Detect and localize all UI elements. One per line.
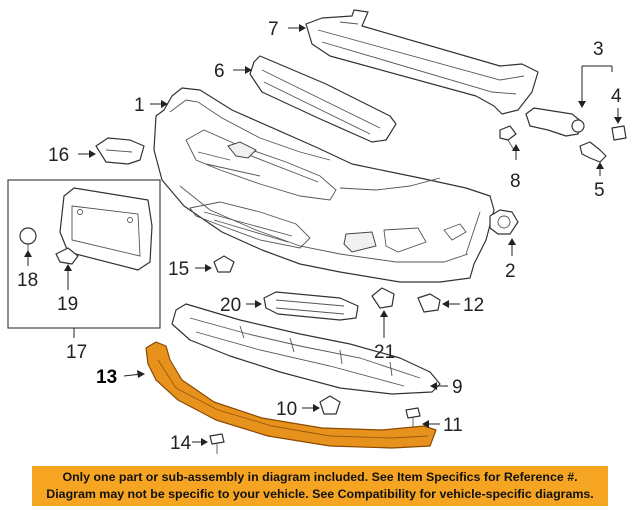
part-14-screw [209, 433, 225, 454]
part-13-lower-spoiler-highlighted [145, 341, 437, 449]
callout-9: 9 [452, 377, 463, 398]
part-16-bracket [95, 137, 145, 165]
callout-15: 15 [168, 259, 189, 280]
part-2-fog-lamp [489, 209, 519, 235]
parts-diagram: 7 6 1 16 3 4 8 5 2 18 19 17 15 20 21 12 … [7, 9, 627, 454]
callout-14: 14 [170, 433, 192, 454]
callout-2: 2 [505, 261, 516, 282]
callout-13: 13 [96, 367, 117, 388]
callout-20: 20 [220, 295, 241, 316]
license-plate-bracket [59, 187, 153, 271]
callout-18: 18 [17, 270, 38, 291]
part-9-deflector [171, 303, 441, 395]
part-18-fastener [19, 227, 37, 252]
callout-10: 10 [276, 399, 297, 420]
part-4-clip [611, 125, 627, 141]
callout-4: 4 [611, 86, 622, 107]
part-6-upper-grille [249, 55, 397, 143]
callout-1: 1 [134, 95, 145, 116]
part-1-bumper-cover [153, 87, 495, 283]
disclaimer-line-2: Diagram may not be specific to your vehi… [46, 487, 594, 501]
part-5-bolt [579, 141, 607, 163]
disclaimer-line-1: Only one part or sub-assembly in diagram… [62, 470, 578, 484]
leader-lines [24, 24, 622, 446]
callout-5: 5 [594, 180, 605, 201]
callout-16: 16 [48, 145, 69, 166]
part-7-reinforcement-bar [305, 9, 539, 115]
part-17-assembly-box [7, 179, 161, 338]
part-20-insert [263, 291, 359, 321]
callout-17: 17 [66, 342, 87, 363]
part-12-clip [417, 293, 441, 313]
callout-21: 21 [374, 342, 395, 363]
part-3-bracket [525, 107, 585, 137]
callout-labels: 7 6 1 16 3 4 8 5 2 18 19 17 15 20 21 12 … [17, 19, 622, 454]
callout-11: 11 [443, 415, 463, 436]
part-15-clip [213, 255, 235, 273]
callout-12: 12 [463, 295, 484, 316]
callout-7: 7 [268, 19, 279, 40]
part-8-screw [499, 125, 517, 151]
callout-19: 19 [57, 294, 78, 315]
callout-8: 8 [510, 171, 521, 192]
part-19-fastener [55, 247, 79, 265]
disclaimer-banner: Only one part or sub-assembly in diagram… [32, 466, 608, 506]
part-21-clip [371, 287, 395, 309]
callout-6: 6 [214, 61, 225, 82]
part-10-clip [319, 395, 341, 415]
callout-3: 3 [593, 39, 604, 60]
